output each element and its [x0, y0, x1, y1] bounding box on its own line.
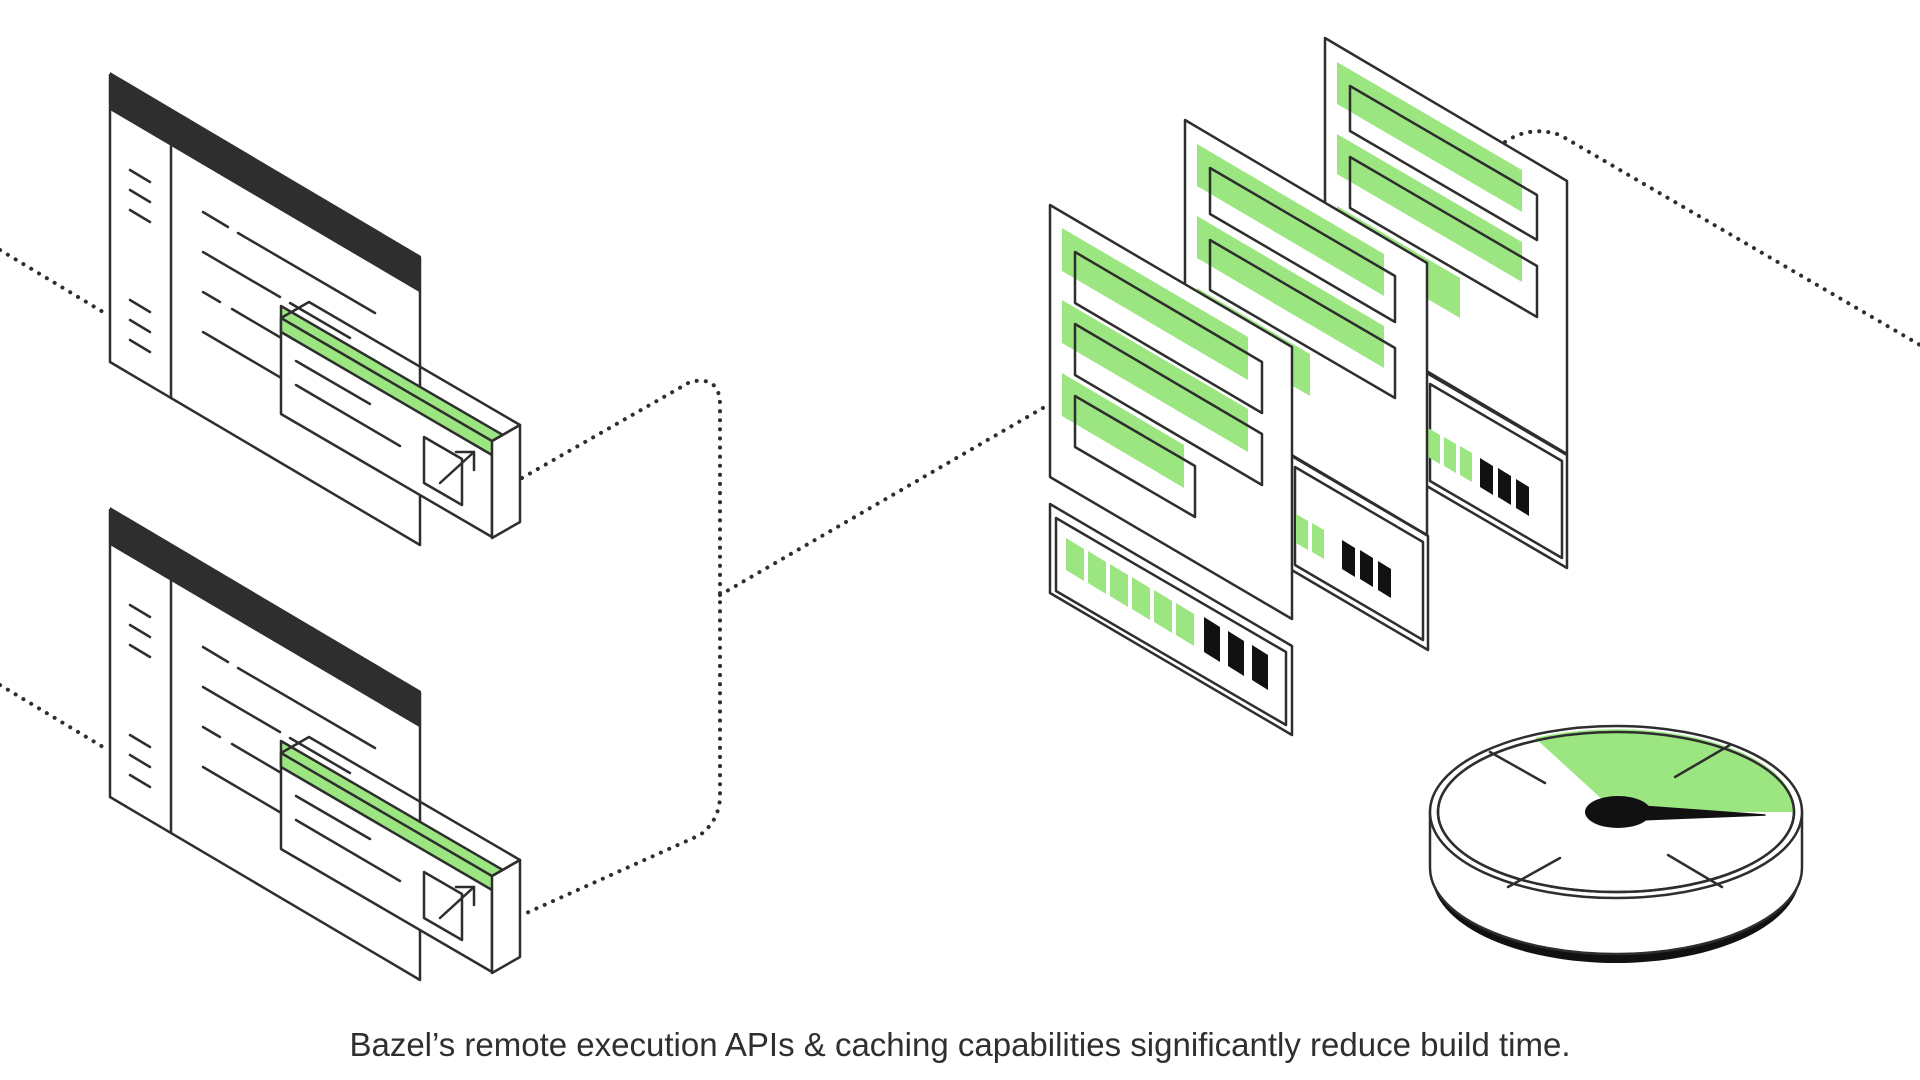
progress-segments — [1066, 538, 1268, 690]
card-side — [490, 423, 522, 540]
gauge-ticks — [1488, 743, 1732, 889]
window-title-bar — [110, 72, 421, 293]
connector-hub-to-panels — [718, 403, 1050, 597]
connector-lines — [0, 129, 1920, 917]
developer-window-bottom — [108, 507, 522, 982]
action-card — [279, 300, 522, 540]
connector-left-bottom — [0, 683, 110, 752]
connector-window-top-to-hub — [520, 378, 722, 917]
window-title-bar — [110, 507, 421, 728]
window-frame — [108, 73, 422, 547]
progress-segments — [1428, 428, 1529, 516]
external-link-icon — [422, 870, 476, 942]
card-top — [279, 300, 522, 443]
developer-window-top — [108, 72, 522, 547]
card-side — [490, 858, 522, 975]
card-top — [279, 735, 522, 878]
panel-sheet — [1048, 203, 1294, 621]
external-link-icon — [422, 435, 476, 507]
gauge-hub — [1585, 796, 1651, 828]
action-card — [279, 735, 522, 975]
speedometer-icon — [1428, 724, 1804, 963]
remote-panel-front — [1048, 203, 1294, 737]
sidebar-lines — [128, 168, 152, 354]
progress-segments — [1296, 514, 1391, 598]
diagram-caption: Bazel’s remote execution APIs & caching … — [349, 1026, 1571, 1063]
connector-left-top — [0, 248, 110, 317]
sidebar-lines — [128, 603, 152, 789]
gauge-needle — [1639, 805, 1766, 821]
window-frame — [108, 508, 422, 982]
